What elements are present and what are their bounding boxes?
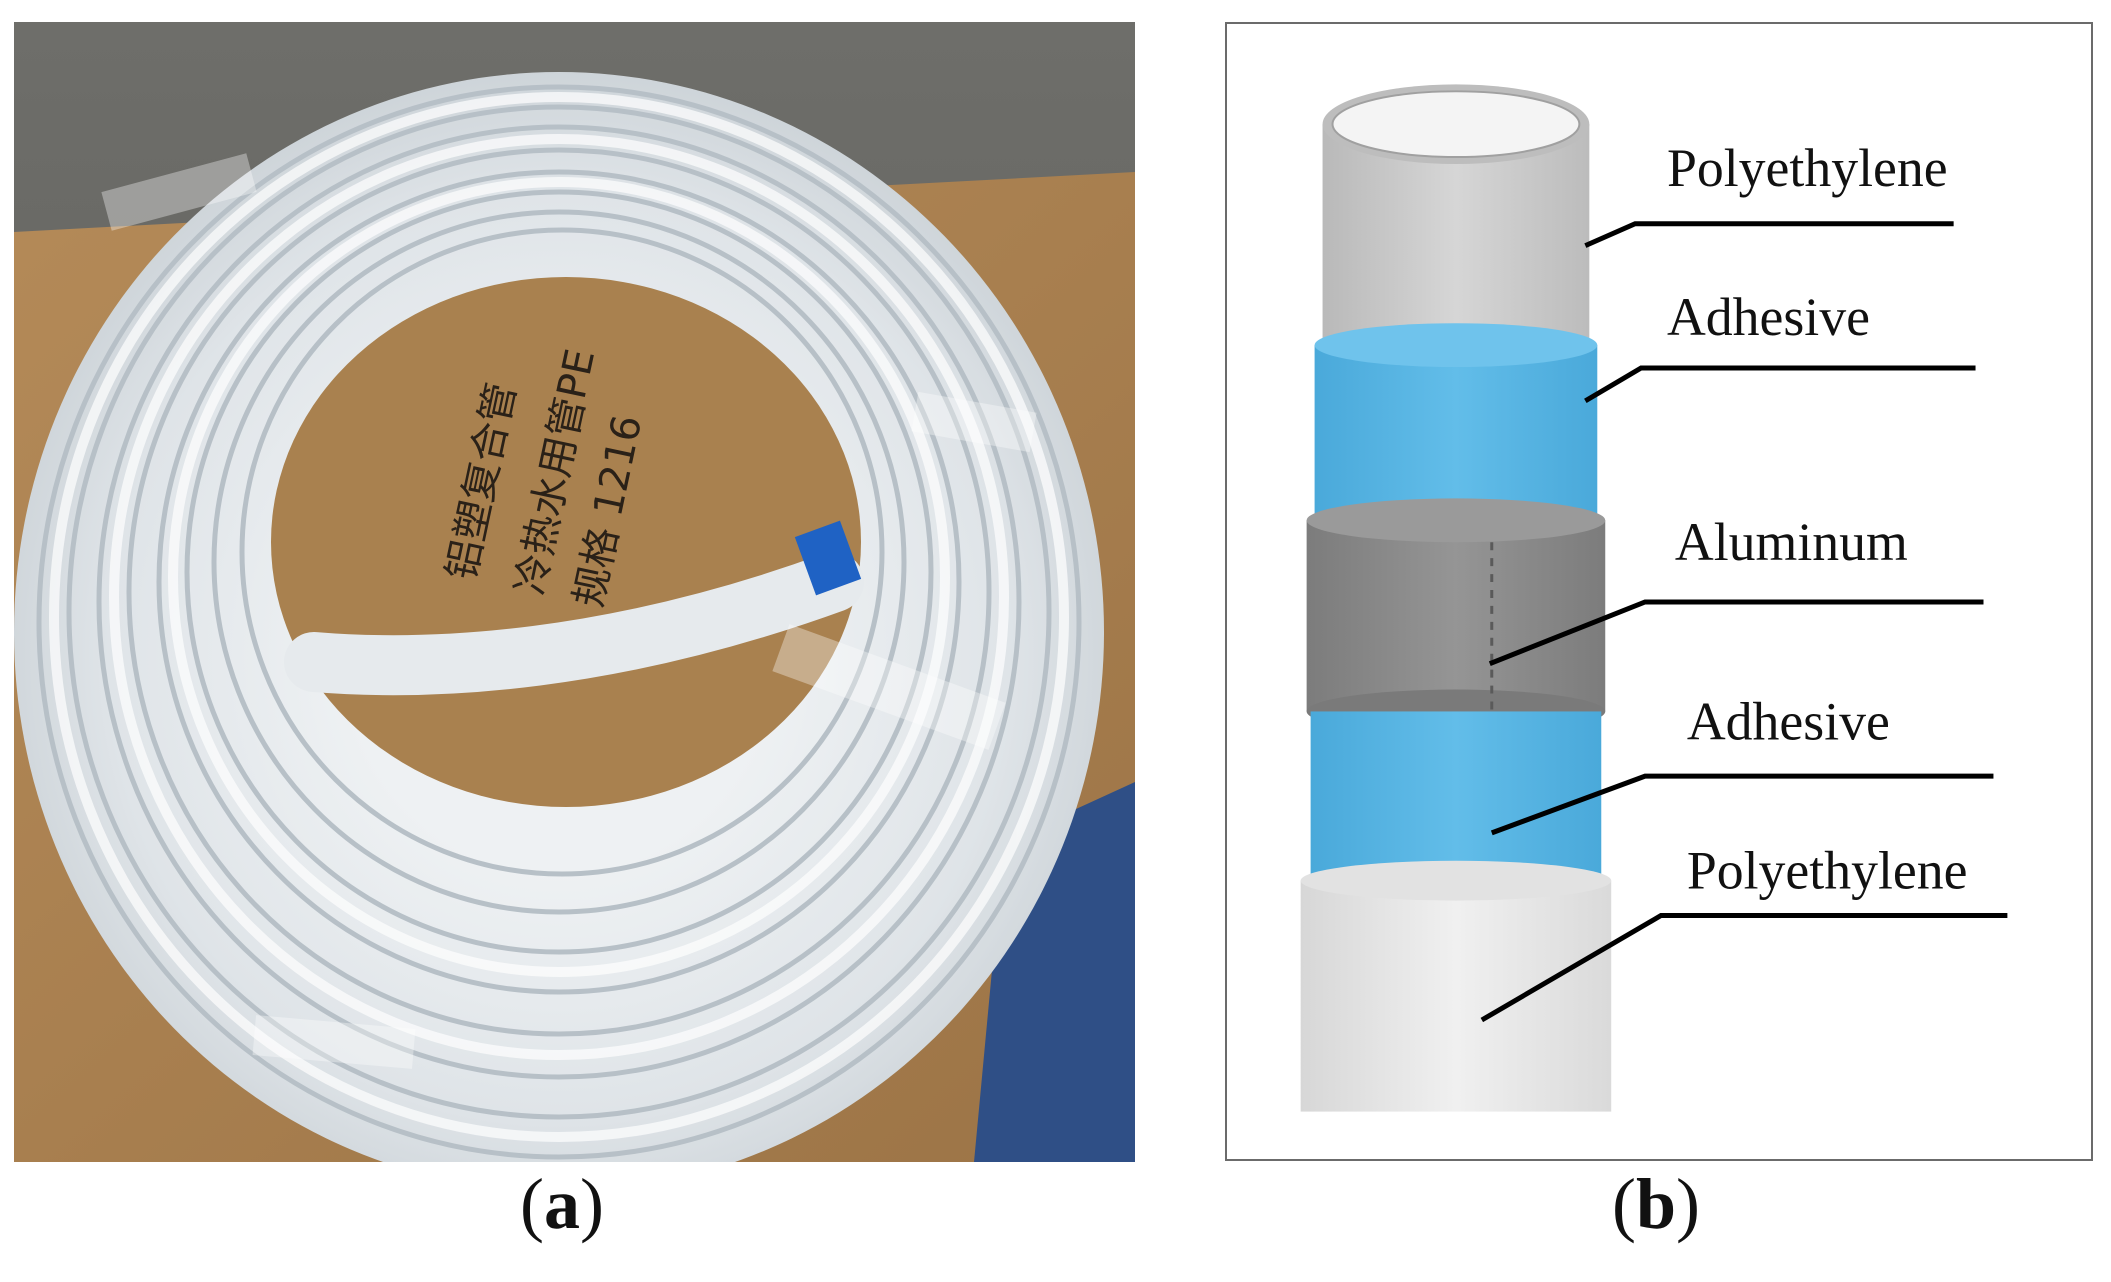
layer-polyethylene-inner [1300,860,1612,1112]
caption-a-letter: a [543,1164,580,1244]
wrap-bands [101,153,1037,1069]
leader-lines [1480,221,2008,1023]
label-polyethylene-outer: Polyethylene [1667,138,1948,198]
pipe-coil-photo: 铝塑复合管 冷热水用管PE 规格 1216 [14,22,1135,1162]
photo-panel-a: 铝塑复合管 冷热水用管PE 规格 1216 [14,22,1135,1162]
caption-b: (b) [1612,1164,1701,1244]
layer-aluminum [1306,498,1606,734]
blue-tape [794,520,862,596]
label-adhesive-inner: Adhesive [1687,691,1890,751]
label-polyethylene-inner: Polyethylene [1687,841,1968,901]
caption-a: (a) [520,1164,604,1244]
label-aluminum: Aluminum [1675,512,1908,572]
caption-b-letter: b [1635,1164,1677,1244]
pipe-layer-diagram: Polyethylene Adhesive Aluminum Adhesive … [1300,84,2008,1112]
pipe-turns [36,84,1082,1160]
diagram-panel-b: Polyethylene Adhesive Aluminum Adhesive … [1225,22,2093,1161]
label-adhesive-outer: Adhesive [1667,287,1870,347]
inner-pipe-end [284,552,864,696]
